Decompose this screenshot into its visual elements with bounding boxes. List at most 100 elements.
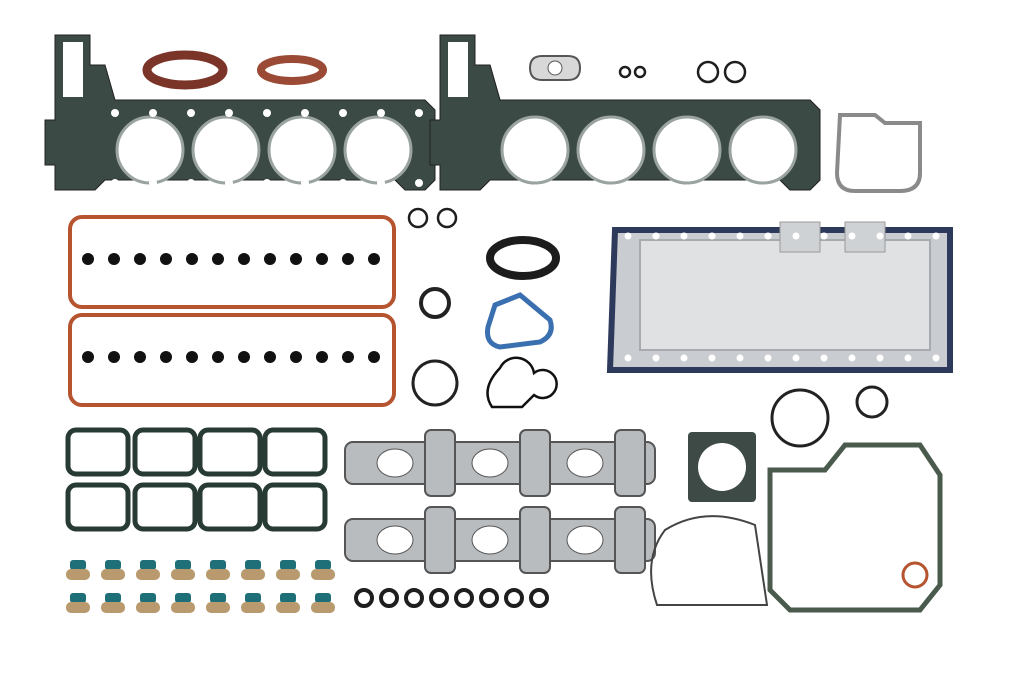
bolt-hole — [496, 179, 504, 187]
bolt-hole — [652, 354, 660, 362]
intake-manifold-gasket — [262, 482, 328, 532]
o-ring — [696, 60, 720, 84]
intake-manifold-gasket — [132, 482, 198, 532]
cylinder-bore — [115, 115, 185, 185]
valve-stem-seal — [276, 593, 300, 613]
bolt-hole — [111, 179, 119, 187]
exhaust-gasket-tab — [424, 429, 456, 497]
valve-seal-base — [171, 602, 195, 613]
valve-seal-base — [66, 569, 90, 580]
windage-tray-tab — [779, 221, 821, 253]
valve-seal-base — [311, 602, 335, 613]
valve-seal-top — [70, 560, 86, 570]
valve-seal-base — [276, 569, 300, 580]
intake-manifold-gasket — [197, 482, 263, 532]
exhaust-port — [471, 448, 509, 478]
spark-plug-tube-grommet — [186, 253, 198, 265]
bolt-hole — [149, 179, 157, 187]
exhaust-port — [471, 525, 509, 555]
bolt-hole — [724, 179, 732, 187]
bolt-hole — [652, 232, 660, 240]
bolt-hole — [339, 109, 347, 117]
water-pump-housing-gasket — [650, 515, 769, 606]
valve-stem-seal — [241, 560, 265, 580]
head-gasket-slot — [63, 42, 83, 97]
bolt-hole — [736, 232, 744, 240]
exhaust-manifold-gasket — [344, 429, 656, 497]
spark-plug-tube-grommet — [342, 253, 354, 265]
valve-stem-seal — [241, 593, 265, 613]
spark-plug-tube-grommet — [212, 253, 224, 265]
bolt-hole — [225, 109, 233, 117]
exhaust-manifold-gasket — [344, 506, 656, 574]
intake-manifold-gasket — [65, 427, 131, 477]
bolt-hole — [187, 179, 195, 187]
spark-plug-tube-grommet — [160, 351, 172, 363]
o-ring — [354, 588, 374, 608]
bolt-hole — [415, 179, 423, 187]
spark-plug-tube-grommet — [290, 253, 302, 265]
valve-stem-seal — [276, 560, 300, 580]
bolt-hole — [624, 354, 632, 362]
valve-seal-top — [175, 560, 191, 570]
intake-manifold-gasket — [65, 482, 131, 532]
valve-seal-base — [171, 569, 195, 580]
valve-seal-top — [245, 593, 261, 603]
cylinder-bore — [343, 115, 413, 185]
bolt-hole — [187, 109, 195, 117]
exhaust-port — [566, 525, 604, 555]
timing-cover-seal-port — [901, 561, 929, 589]
valve-seal-base — [241, 602, 265, 613]
valve-seal-base — [311, 569, 335, 580]
bolt-hole — [377, 109, 385, 117]
valve-stem-seal — [136, 593, 160, 613]
spark-plug-tube-grommet — [82, 253, 94, 265]
bolt-hole — [792, 232, 800, 240]
spark-plug-tube-grommet — [264, 351, 276, 363]
valve-stem-seal — [171, 560, 195, 580]
valve-seal-base — [276, 602, 300, 613]
exhaust-gasket-tab — [519, 429, 551, 497]
oil-pan-gasket — [606, 221, 953, 373]
valve-seal-top — [105, 560, 121, 570]
valve-stem-seal — [171, 593, 195, 613]
spark-plug-tube-grommet — [134, 253, 146, 265]
bolt-hole — [680, 232, 688, 240]
bolt-hole — [848, 232, 856, 240]
intake-manifold-gasket — [197, 427, 263, 477]
water-pump-gasket — [486, 356, 558, 409]
o-ring — [429, 588, 449, 608]
spark-plug-tube-grommet — [238, 351, 250, 363]
bolt-hole — [301, 179, 309, 187]
valve-stem-seal — [206, 560, 230, 580]
bolt-hole — [932, 354, 940, 362]
camshaft-seal — [257, 55, 327, 85]
o-ring — [436, 207, 458, 229]
bolt-hole — [708, 354, 716, 362]
bolt-hole — [764, 354, 772, 362]
bolt-hole — [225, 179, 233, 187]
o-ring — [411, 359, 459, 407]
timing-cover-gasket — [767, 442, 943, 613]
o-ring — [454, 588, 474, 608]
bolt-hole — [904, 354, 912, 362]
exhaust-port — [566, 448, 604, 478]
windage-tray — [639, 239, 931, 351]
o-ring — [504, 588, 524, 608]
bolt-hole — [820, 354, 828, 362]
cylinder-bore — [191, 115, 261, 185]
valve-seal-base — [101, 569, 125, 580]
valve-seal-base — [136, 569, 160, 580]
bolt-hole — [848, 354, 856, 362]
bolt-hole — [263, 179, 271, 187]
valve-seal-base — [101, 602, 125, 613]
valve-stem-seal — [311, 560, 335, 580]
valve-stem-seal — [206, 593, 230, 613]
spark-plug-tube-grommet — [82, 351, 94, 363]
o-ring — [419, 287, 451, 319]
spark-plug-tube-grommet — [316, 351, 328, 363]
o-ring — [855, 385, 889, 419]
spark-plug-tube-grommet — [368, 253, 380, 265]
valve-cover-gasket — [68, 215, 396, 309]
